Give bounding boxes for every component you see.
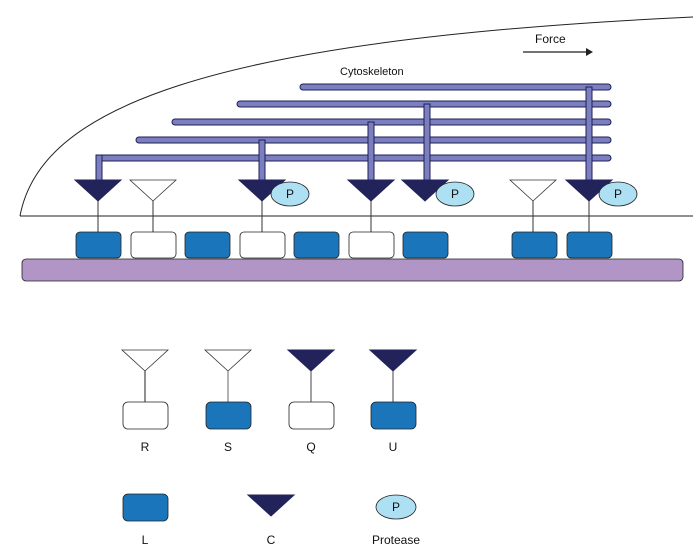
legend-protease: P Protease xyxy=(372,494,420,547)
ligand-filled xyxy=(184,231,231,259)
legend-u: U xyxy=(369,349,417,454)
receptor-c-icon xyxy=(347,179,395,202)
ligand-filled xyxy=(75,231,122,259)
legend-s: S xyxy=(204,349,252,454)
ligand-filled xyxy=(293,231,340,259)
ligand-filled xyxy=(566,231,613,259)
cytoskeleton-filaments xyxy=(95,83,612,186)
ligand-empty xyxy=(130,231,177,259)
filament-link xyxy=(367,121,375,186)
ligand-empty xyxy=(348,231,395,259)
actin-filament xyxy=(171,118,612,126)
receptor-open-icon xyxy=(509,179,557,202)
force-label: Force xyxy=(535,32,566,46)
svg-text:U: U xyxy=(389,440,398,454)
legend-q: Q xyxy=(287,349,335,454)
svg-text:L: L xyxy=(142,533,149,547)
substrate xyxy=(21,258,684,282)
ligand-row xyxy=(75,231,613,259)
receptor-stems xyxy=(97,200,590,233)
svg-text:Protease: Protease xyxy=(372,533,420,547)
force-arrow-icon xyxy=(523,48,593,56)
ligand-filled xyxy=(511,231,558,259)
svg-text:C: C xyxy=(267,533,276,547)
receptor-c-icon xyxy=(74,179,122,202)
protease-icon: P xyxy=(270,181,310,207)
protease-icon: P xyxy=(435,181,475,207)
filament-link xyxy=(423,103,431,186)
actin-filament xyxy=(299,83,612,91)
svg-text:S: S xyxy=(224,440,232,454)
svg-text:P: P xyxy=(286,187,294,201)
ligand-filled xyxy=(402,231,449,259)
filament-link xyxy=(585,86,593,186)
legend-c: C xyxy=(247,494,295,547)
cytoskeleton-label: Cytoskeleton xyxy=(340,66,404,78)
filament-link xyxy=(258,139,266,186)
actin-filament xyxy=(95,154,612,162)
legend-r: R xyxy=(121,349,169,454)
ligand-empty xyxy=(239,231,286,259)
svg-text:P: P xyxy=(451,187,459,201)
receptor-open-icon xyxy=(129,179,177,202)
svg-text:P: P xyxy=(392,500,400,514)
protease-icon: P xyxy=(598,181,638,207)
cell-outline xyxy=(19,16,693,217)
legend-l: L xyxy=(122,493,169,547)
svg-text:R: R xyxy=(141,440,150,454)
svg-text:P: P xyxy=(614,187,622,201)
svg-text:Q: Q xyxy=(306,440,315,454)
